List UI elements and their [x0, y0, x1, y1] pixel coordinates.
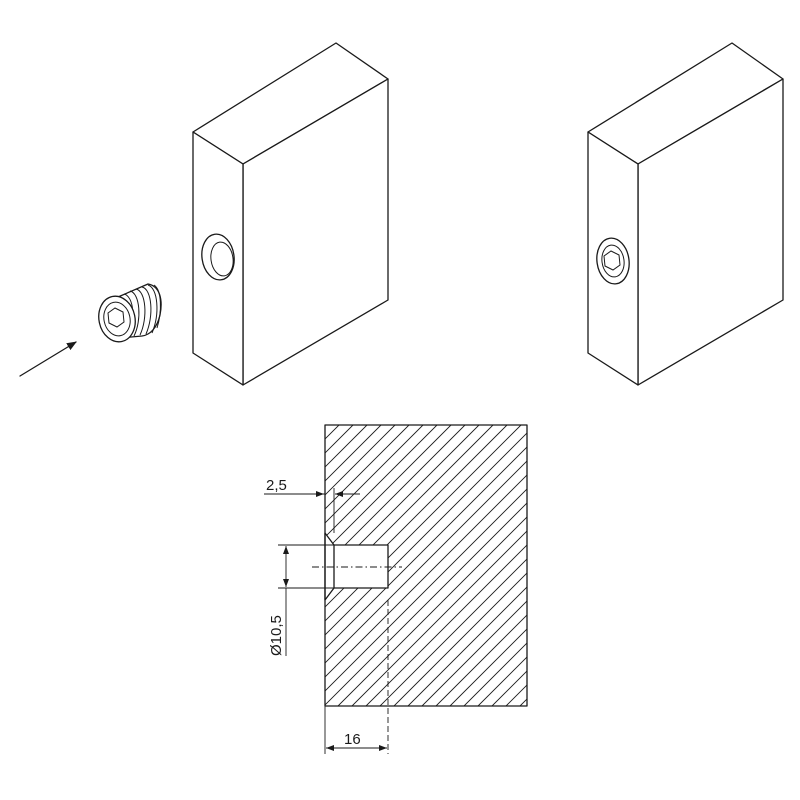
- hatch-line: [325, 425, 382, 482]
- hatch-line: [449, 628, 527, 706]
- hatch-line: [660, 425, 800, 706]
- hatch-line: [702, 425, 800, 706]
- block-with-hole: [192, 42, 389, 386]
- hatch-line: [325, 460, 527, 664]
- hatch-line: [730, 425, 800, 706]
- hex-socket-icon: [603, 250, 621, 271]
- insertion-arrow-icon: [19, 341, 77, 377]
- hatch-line: [325, 425, 452, 552]
- hatch-line: [632, 425, 800, 706]
- dimension-label-countersink: 2,5: [266, 477, 287, 494]
- hatch-line: [674, 425, 800, 706]
- hatch-line: [604, 425, 800, 706]
- hatch-line: [744, 425, 800, 706]
- hatch-line: [435, 614, 527, 706]
- dimension-countersink-depth: 2,5: [264, 477, 360, 533]
- hatch-line: [477, 656, 527, 706]
- hatch-line: [379, 558, 527, 706]
- hatch-line: [325, 425, 438, 538]
- hatch-line: [688, 425, 800, 706]
- dimension-hole-depth: 16: [324, 600, 389, 754]
- hatch-line: [325, 502, 527, 706]
- hatch-line: [562, 425, 800, 706]
- hatch-line: [534, 425, 800, 706]
- hatch-line: [576, 425, 800, 706]
- hatch-line: [646, 425, 800, 706]
- hatch-line: [716, 425, 800, 706]
- hatch-line: [325, 488, 527, 692]
- threaded-insert-icon: [98, 283, 162, 343]
- dimension-hole-diameter: Ø10,5: [268, 544, 334, 656]
- dimension-label-diameter: Ø10,5: [268, 615, 285, 656]
- hatch-line: [337, 516, 527, 706]
- hatch-line: [325, 425, 396, 496]
- hatch-line: [519, 698, 527, 706]
- hatch-line: [325, 425, 424, 524]
- hatch-line: [325, 425, 340, 440]
- dimension-label-depth: 16: [344, 731, 361, 748]
- hatch-line: [325, 425, 466, 566]
- hatch-line: [325, 446, 527, 650]
- hatch-line: [325, 432, 527, 636]
- hatch-line: [407, 586, 527, 706]
- hatch-line: [393, 572, 527, 706]
- hatch-line: [548, 425, 800, 706]
- block-with-insert: [587, 42, 784, 386]
- hatch-line: [758, 425, 800, 706]
- hex-socket-icon: [107, 307, 125, 328]
- hatch-line: [421, 600, 527, 706]
- hatch-line: [590, 425, 800, 706]
- hatch-line: [325, 474, 527, 678]
- hatch-line: [325, 425, 354, 454]
- hatch-line: [463, 642, 527, 706]
- hatch-line: [491, 670, 527, 706]
- hatch-line: [772, 425, 800, 706]
- section-view: [312, 424, 800, 707]
- hatch-line: [618, 425, 800, 706]
- hatch-line: [325, 425, 410, 510]
- hatch-line: [351, 530, 527, 706]
- hatch-line: [325, 425, 326, 426]
- hatch-line: [786, 425, 800, 706]
- hatch-line: [365, 544, 527, 706]
- hatch-line: [505, 684, 527, 706]
